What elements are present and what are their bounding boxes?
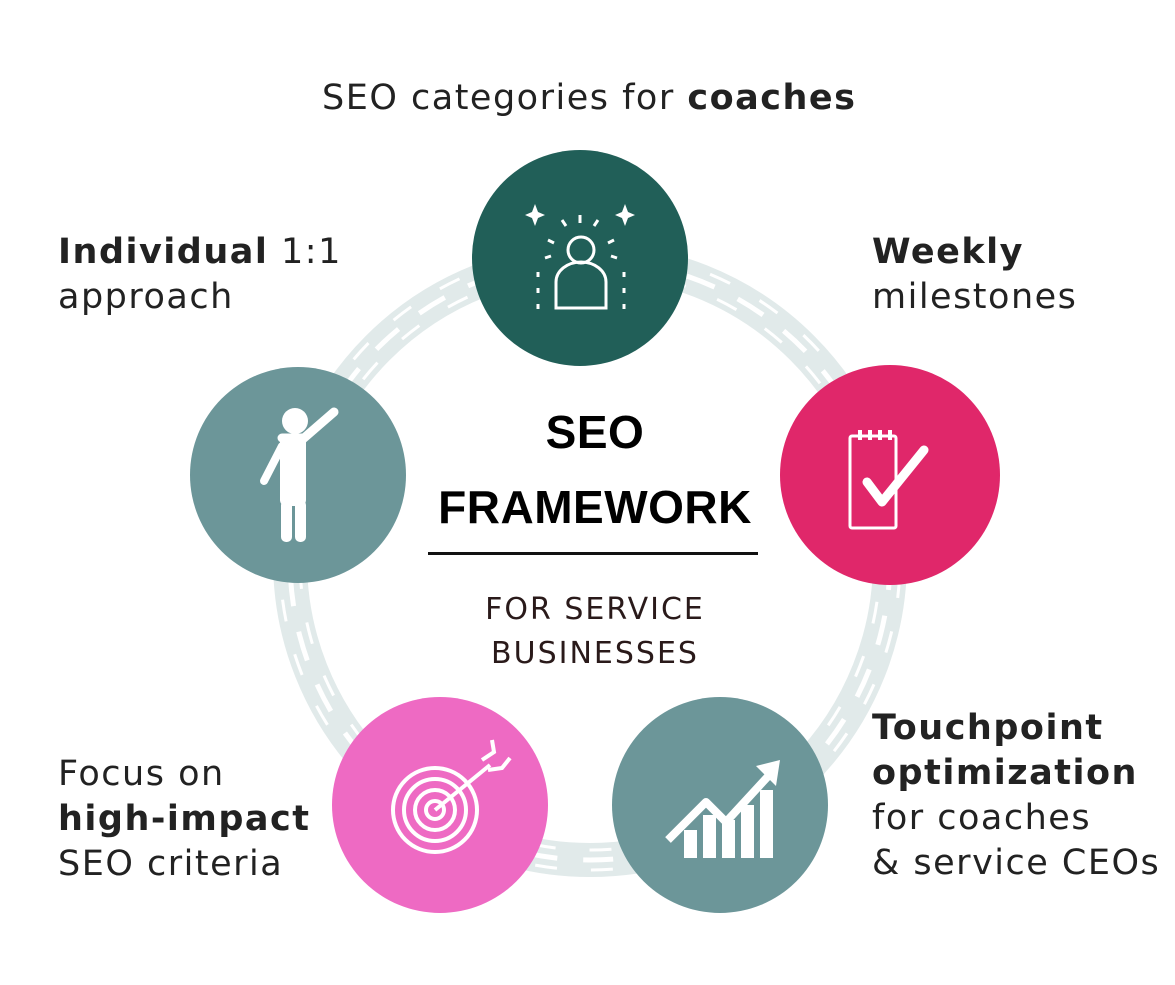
label-text: & service CEOs [872,843,1161,883]
label-bold: optimization [872,753,1138,793]
label-text: for coaches [872,798,1092,838]
label-text: 1:1 [268,232,342,272]
spotlight-person-icon [472,150,688,366]
label-touchpoint-optimization: Touchpoint optimization for coaches & se… [872,706,1160,886]
label-text: milestones [872,277,1078,317]
label-text: approach [58,277,234,317]
growth-chart-icon [612,697,828,913]
label-bold: Touchpoint [872,708,1104,748]
label-focus-high-impact: Focus on high-impact SEO criteria [58,752,311,887]
label-individual-approach: Individual 1:1 approach [58,230,342,320]
person-raising-hand-icon [190,367,406,583]
label-text: SEO criteria [58,844,284,884]
label-bold: Weekly [872,232,1024,272]
heading-bold: coaches [687,78,857,118]
label-text: Focus on [58,754,225,794]
label-bold: Individual [58,232,269,272]
label-weekly-milestones: Weekly milestones [872,230,1077,320]
heading-text: SEO categories for [322,78,688,118]
target-arrow-icon [332,697,548,913]
label-bold: high-impact [58,799,311,839]
center-title-framework: FRAMEWORK [438,481,752,533]
center-subtitle-line1: FOR SERVICE [485,592,705,627]
title-divider [428,552,758,555]
center-title-seo: SEO [545,406,645,458]
checklist-notepad-icon [780,365,1000,585]
heading: SEO categories for coaches [322,76,857,121]
center-subtitle-line2: BUSINESSES [491,636,699,671]
